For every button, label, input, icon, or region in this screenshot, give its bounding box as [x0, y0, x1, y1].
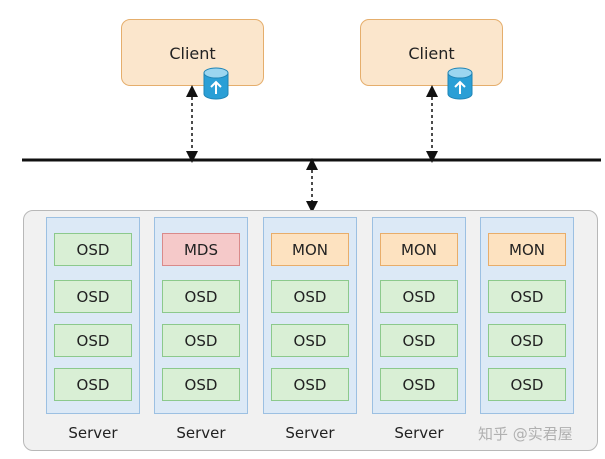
mon-box: MON	[488, 233, 566, 266]
osd-box: OSD	[380, 280, 458, 313]
mds-box: MDS	[162, 233, 240, 266]
client-label: Client	[169, 44, 216, 63]
osd-box: OSD	[162, 280, 240, 313]
watermark: 知乎 @实君屋	[478, 425, 573, 443]
server-label: Server	[285, 424, 335, 442]
osd-box: OSD	[380, 368, 458, 401]
osd-box: OSD	[54, 233, 132, 266]
client-node-1: Client	[121, 19, 264, 86]
client-label: Client	[408, 44, 455, 63]
osd-box: OSD	[54, 368, 132, 401]
server-column: OSD OSD OSD OSD	[46, 217, 140, 414]
server-label: Server	[176, 424, 226, 442]
server-label: Server	[394, 424, 444, 442]
mon-box: MON	[380, 233, 458, 266]
server-column: MON OSD OSD OSD	[263, 217, 357, 414]
osd-box: OSD	[54, 280, 132, 313]
database-upload-icon	[447, 67, 473, 100]
osd-box: OSD	[54, 324, 132, 357]
database-upload-icon	[203, 67, 229, 100]
server-label: Server	[68, 424, 118, 442]
osd-box: OSD	[271, 280, 349, 313]
server-column: MON OSD OSD OSD	[372, 217, 466, 414]
server-column: MON OSD OSD OSD	[480, 217, 574, 414]
osd-box: OSD	[488, 280, 566, 313]
osd-box: OSD	[380, 324, 458, 357]
osd-box: OSD	[162, 368, 240, 401]
osd-box: OSD	[488, 324, 566, 357]
osd-box: OSD	[162, 324, 240, 357]
osd-box: OSD	[271, 324, 349, 357]
mon-box: MON	[271, 233, 349, 266]
client-node-2: Client	[360, 19, 503, 86]
osd-box: OSD	[271, 368, 349, 401]
server-column: MDS OSD OSD OSD	[154, 217, 248, 414]
osd-box: OSD	[488, 368, 566, 401]
